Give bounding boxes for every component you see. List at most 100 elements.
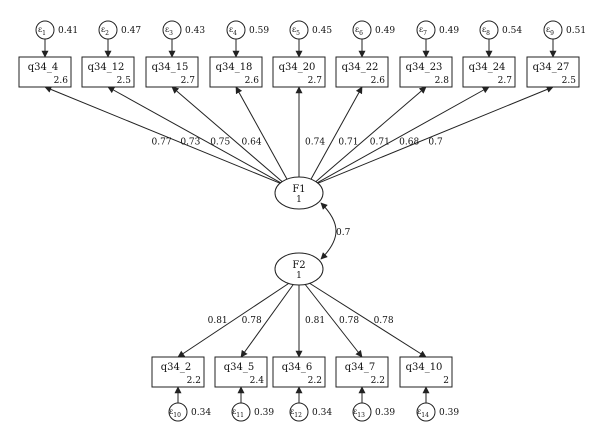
loading-arrow [312, 86, 427, 185]
covariance-arrow [320, 202, 337, 260]
indicator-box [526, 56, 580, 88]
indicator-label: q34_10 [406, 362, 443, 373]
intercept-label: 2.2 [308, 376, 322, 386]
loading-label: 0.7 [428, 137, 443, 147]
error-index: 8 [486, 30, 490, 37]
factor-label: F2 [292, 260, 305, 271]
error-circle [289, 20, 309, 40]
error-circle [352, 20, 372, 40]
error-term-label: ε14 [417, 407, 429, 419]
indicator-box [462, 56, 516, 88]
error-circle [168, 402, 188, 422]
loading-label: 0.71 [338, 137, 358, 147]
epsilon-symbol: ε [169, 407, 173, 416]
error-index: 10 [173, 412, 181, 419]
error-circle [289, 402, 309, 422]
intercept-label: 2.8 [435, 76, 450, 86]
epsilon-symbol: ε [353, 407, 357, 416]
epsilon-symbol: ε [229, 25, 233, 34]
factor-ellipse-f2 [274, 252, 324, 286]
covariance-label: 0.7 [336, 228, 351, 238]
intercept-label: 2.6 [54, 76, 69, 86]
intercept-label: 2.6 [245, 76, 260, 86]
indicator-box [145, 56, 199, 88]
error-variance: 0.49 [375, 26, 395, 36]
error-term-label: ε11 [232, 407, 244, 419]
epsilon-symbol: ε [482, 25, 486, 34]
error-circle [98, 20, 118, 40]
error-variance: 0.39 [375, 408, 395, 418]
error-term-label: ε12 [290, 407, 302, 419]
loading-arrow [240, 282, 295, 358]
error-term-label: ε7 [419, 25, 427, 37]
intercept-label: 2.6 [371, 76, 386, 86]
indicator-label: q34_22 [342, 62, 379, 73]
error-index: 12 [294, 412, 302, 419]
loading-arrow [44, 86, 283, 185]
factor-ellipse-f1 [274, 176, 324, 210]
indicator-box [151, 356, 205, 388]
intercept-label: 2.7 [308, 76, 323, 86]
error-term-label: ε1 [38, 25, 46, 37]
error-circle [35, 20, 55, 40]
indicator-label: q34_27 [533, 62, 570, 73]
loading-label: 0.81 [208, 316, 228, 326]
error-term-label: ε13 [353, 407, 365, 419]
error-variance: 0.34 [191, 408, 211, 418]
error-circle [416, 402, 436, 422]
epsilon-symbol: ε [417, 407, 421, 416]
error-circle [543, 20, 563, 40]
error-variance: 0.45 [312, 26, 332, 36]
error-variance: 0.34 [312, 408, 332, 418]
error-variance: 0.51 [566, 26, 586, 36]
indicator-box [399, 356, 453, 388]
indicator-label: q34_20 [279, 62, 316, 73]
error-variance: 0.39 [439, 408, 459, 418]
error-circle [162, 20, 182, 40]
epsilon-symbol: ε [38, 25, 42, 34]
error-term-label: ε8 [482, 25, 490, 37]
error-variance: 0.43 [185, 26, 205, 36]
intercept-label: 2.4 [250, 376, 265, 386]
error-index: 13 [357, 412, 365, 419]
error-variance: 0.54 [502, 26, 522, 36]
paths-layer [41, 39, 557, 403]
factor-variance: 1 [296, 195, 302, 205]
intercept-label: 2.2 [187, 376, 201, 386]
epsilon-symbol: ε [101, 25, 105, 34]
loading-arrow [315, 86, 554, 185]
indicator-box [335, 356, 389, 388]
error-index: 7 [423, 30, 427, 37]
indicator-box [81, 56, 135, 88]
loading-label: 0.71 [370, 137, 390, 147]
indicator-box [399, 56, 453, 88]
epsilon-symbol: ε [290, 407, 294, 416]
intercept-label: 2.5 [562, 76, 577, 86]
loading-label: 0.74 [305, 137, 325, 147]
indicator-label: q34_23 [406, 62, 443, 73]
loading-arrow [303, 282, 363, 358]
loading-arrow [308, 282, 427, 358]
error-term-label: ε2 [101, 25, 109, 37]
error-index: 14 [421, 412, 429, 419]
loading-arrow [171, 86, 286, 185]
error-variance: 0.41 [58, 26, 78, 36]
error-circle [416, 20, 436, 40]
intercept-label: 2 [443, 376, 449, 386]
epsilon-symbol: ε [232, 407, 236, 416]
loading-label: 0.78 [242, 316, 262, 326]
nodes-layer [18, 20, 580, 422]
error-index: 4 [233, 30, 237, 37]
loading-label: 0.73 [180, 137, 200, 147]
error-index: 9 [550, 30, 554, 37]
indicator-label: q34_12 [88, 62, 125, 73]
error-variance: 0.59 [249, 26, 269, 36]
error-term-label: ε4 [229, 25, 237, 37]
error-index: 3 [169, 30, 173, 37]
error-variance: 0.47 [121, 26, 141, 36]
indicator-label: q34_24 [469, 62, 506, 73]
intercept-label: 2.7 [498, 76, 513, 86]
epsilon-symbol: ε [419, 25, 423, 34]
error-index: 11 [236, 412, 244, 419]
